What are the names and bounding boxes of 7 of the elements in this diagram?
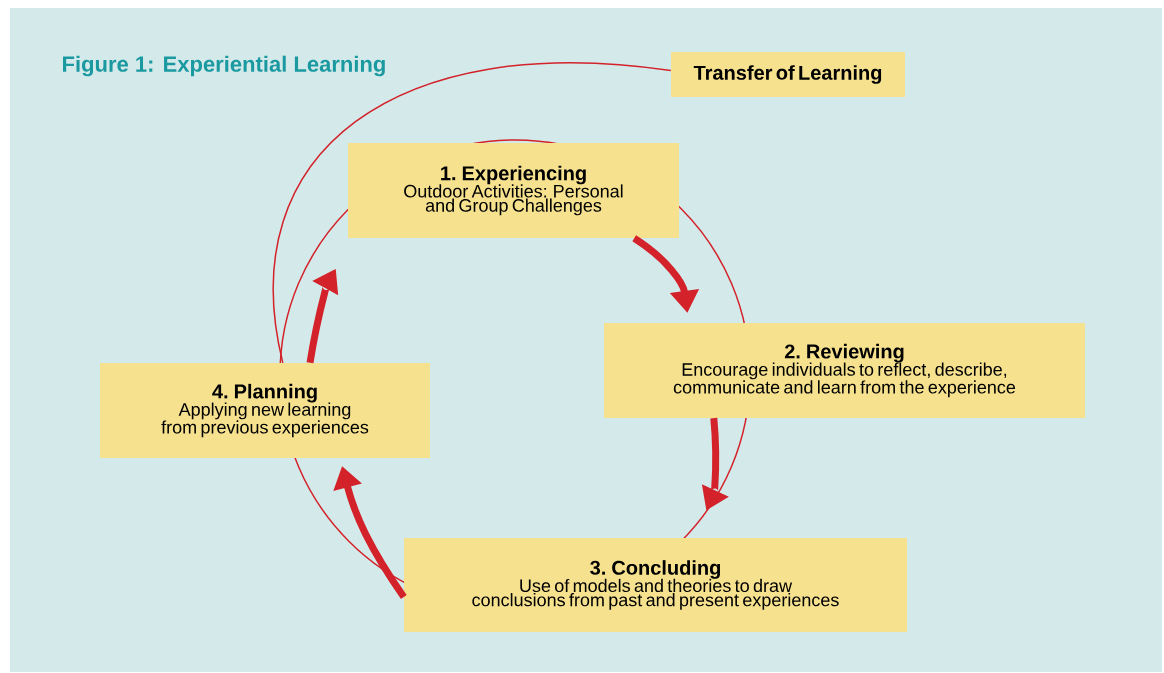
text-box: 3. Concluding Use of models and theories to draw conclusions from past and present experiences xyxy=(404,538,907,632)
text-box: Transfer of Learning xyxy=(671,52,905,97)
curved-line xyxy=(273,62,672,364)
figure-title: Figure 1: Experiential Learning xyxy=(63,55,385,77)
text-box: 1. Experiencing Outdoor Activities: Personal and Group Challenges xyxy=(348,143,679,238)
text-box: 4. Planning Applying new learning from previous experiences xyxy=(100,363,430,458)
text-box: 2. Reviewing Encourage individuals to reflect, describe, communicate and learn from the experience xyxy=(604,323,1085,418)
